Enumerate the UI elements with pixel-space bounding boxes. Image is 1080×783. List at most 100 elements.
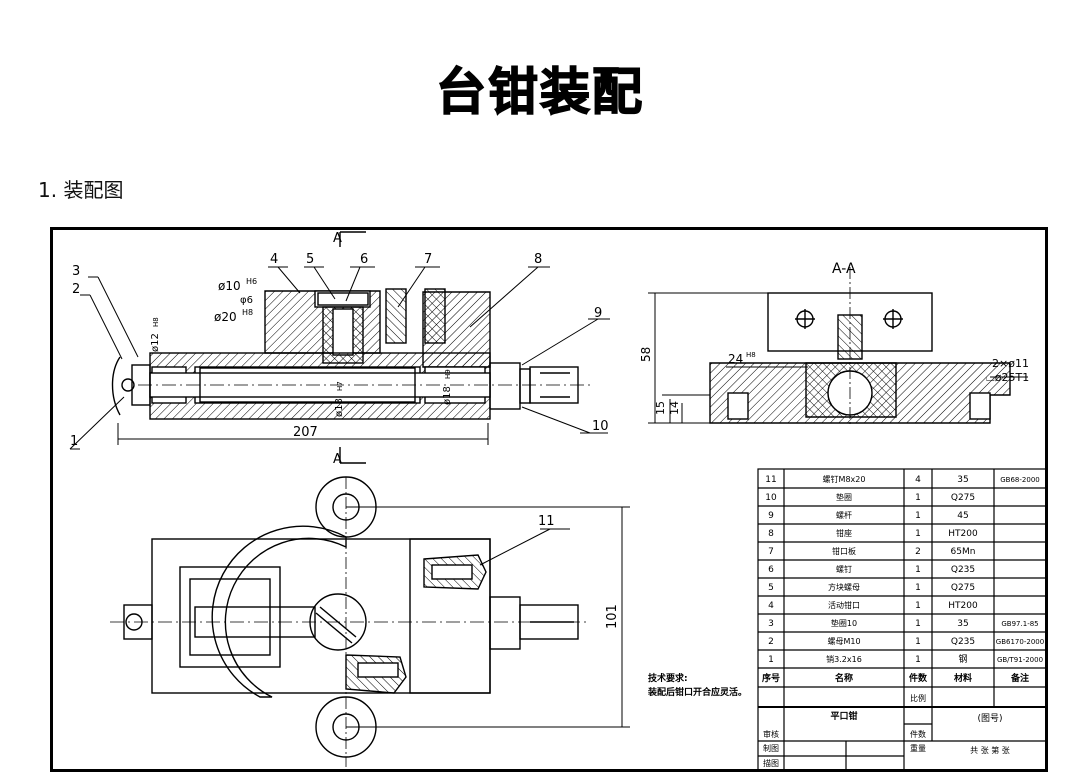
bom-no: 5	[768, 583, 774, 593]
callout-7: 7	[424, 252, 432, 267]
bom-qty: 1	[915, 619, 921, 629]
tech-requirements: 技术要求: 装配后钳口开合应灵活。	[647, 672, 747, 698]
dim-14: 14	[668, 401, 681, 415]
dim-d12: ø12	[150, 333, 161, 352]
dim-58: 58	[639, 347, 653, 362]
front-view: A A	[69, 231, 610, 467]
audit-label: 审核	[763, 729, 779, 739]
dim-counterbore: ⌴ø25T1	[986, 371, 1029, 384]
bom-header-name: 名称	[835, 672, 853, 684]
bom-std: GB68-2000	[1000, 476, 1039, 484]
bom-name: 螺母M10	[827, 636, 860, 646]
bom-text: 11 螺钉M8x20 4 35 GB68-2000 10 垫圈 1 Q275 9…	[762, 474, 1044, 768]
bom-no: 11	[765, 475, 776, 485]
dim-holes: 2×ø11	[992, 357, 1029, 370]
bom-qty: 1	[915, 655, 921, 665]
weight-label: 重量	[910, 743, 926, 753]
scale-label: 比例	[910, 693, 926, 703]
dim-d6: φ6	[240, 295, 253, 306]
callout-10: 10	[592, 419, 609, 434]
bom-mat: HT200	[948, 529, 978, 539]
dim-d12-fit: H8	[152, 317, 160, 327]
bom-mat: Q275	[951, 583, 975, 593]
bom-qty: 1	[915, 583, 921, 593]
callout-1: 1	[70, 434, 78, 449]
bom-no: 7	[768, 547, 774, 557]
bom-name: 螺钉M8x20	[823, 474, 866, 484]
dim-d10: ø10	[218, 279, 241, 293]
sheet-info: 共 张 第 张	[970, 745, 1010, 755]
bom-no: 2	[768, 637, 774, 647]
callout-5: 5	[306, 252, 314, 267]
callout-3: 3	[72, 264, 80, 279]
drawing-no: (图号)	[977, 713, 1002, 724]
dim-d18: ø18	[334, 398, 345, 417]
dim-d18b: ø18	[442, 386, 453, 405]
section-view-aa	[648, 267, 1028, 427]
count-label: 件数	[910, 729, 926, 739]
callout-6: 6	[360, 252, 368, 267]
bom-table	[757, 468, 1047, 772]
callout-8: 8	[534, 252, 542, 267]
tech-req-title: 技术要求:	[648, 672, 688, 684]
callout-11: 11	[538, 514, 555, 529]
bom-no: 1	[768, 655, 774, 665]
dim-d18-fit: H7	[336, 381, 344, 391]
bom-qty: 1	[915, 601, 921, 611]
section-view-labels: A-A 58 15 14 24 H8 2×ø11 ⌴ø25T1	[639, 261, 1029, 415]
front-view-labels: 3 2 1 4 5 6 7 8 9 10 207 ø10 H6 φ6 ø20 H…	[70, 252, 609, 449]
bom-qty: 4	[915, 475, 921, 485]
bom-name: 方块螺母	[828, 582, 860, 592]
cut-label-bottom: A	[333, 452, 342, 467]
bom-no: 4	[768, 601, 774, 611]
bom-std: GB/T91-2000	[997, 656, 1043, 664]
bom-no: 3	[768, 619, 774, 629]
bom-qty: 1	[915, 511, 921, 521]
bom-mat: 65Mn	[951, 547, 976, 557]
bom-qty: 1	[915, 529, 921, 539]
bom-no: 10	[765, 493, 777, 503]
bom-name: 钳座	[836, 528, 852, 538]
bom-mat: 35	[957, 475, 968, 485]
bom-std: GB6170-2000	[996, 638, 1044, 646]
bom-mat: Q235	[951, 565, 975, 575]
dim-24-fit: H8	[746, 351, 756, 359]
callout-9: 9	[594, 306, 602, 321]
assembly-name: 平口钳	[830, 710, 857, 722]
dim-24: 24	[728, 352, 743, 366]
design-label: 制图	[763, 743, 779, 753]
section-label: A-A	[832, 261, 856, 277]
bom-no: 6	[768, 565, 774, 575]
bom-mat: Q275	[951, 493, 975, 503]
dim-d10-fit: H6	[246, 277, 257, 286]
check-label: 描图	[763, 758, 779, 768]
bom-mat: HT200	[948, 601, 978, 611]
bom-qty: 1	[915, 565, 921, 575]
page-title: 台钳装配	[435, 62, 644, 122]
section-heading: 1. 装配图	[38, 178, 124, 202]
dim-d20-fit: H8	[242, 308, 253, 317]
bom-name: 垫圈	[836, 492, 852, 502]
bom-mat: 45	[957, 511, 968, 521]
bom-qty: 2	[915, 547, 921, 557]
callout-4: 4	[270, 252, 278, 267]
bom-name: 销3.2x16	[826, 654, 862, 664]
bom-name: 螺杆	[836, 510, 852, 520]
bom-name: 垫圈10	[831, 618, 857, 628]
bom-mat: 钢	[958, 653, 967, 665]
bom-name: 螺钉	[836, 564, 852, 574]
callout-2: 2	[72, 282, 80, 297]
assembly-drawing: A A	[50, 227, 1048, 772]
dim-d20: ø20	[214, 310, 237, 324]
bom-no: 9	[768, 511, 774, 521]
top-view	[110, 476, 630, 767]
bom-mat: Q235	[951, 637, 975, 647]
dim-101: 101	[605, 604, 620, 629]
bom-qty: 1	[915, 637, 921, 647]
dim-15: 15	[654, 401, 667, 415]
bom-header-no: 序号	[762, 672, 780, 684]
bom-name: 活动钳口	[828, 600, 860, 610]
dim-d18b-fit: H9	[444, 369, 452, 379]
bom-header-qty: 件数	[909, 672, 928, 684]
bom-header-std: 备注	[1010, 672, 1029, 684]
